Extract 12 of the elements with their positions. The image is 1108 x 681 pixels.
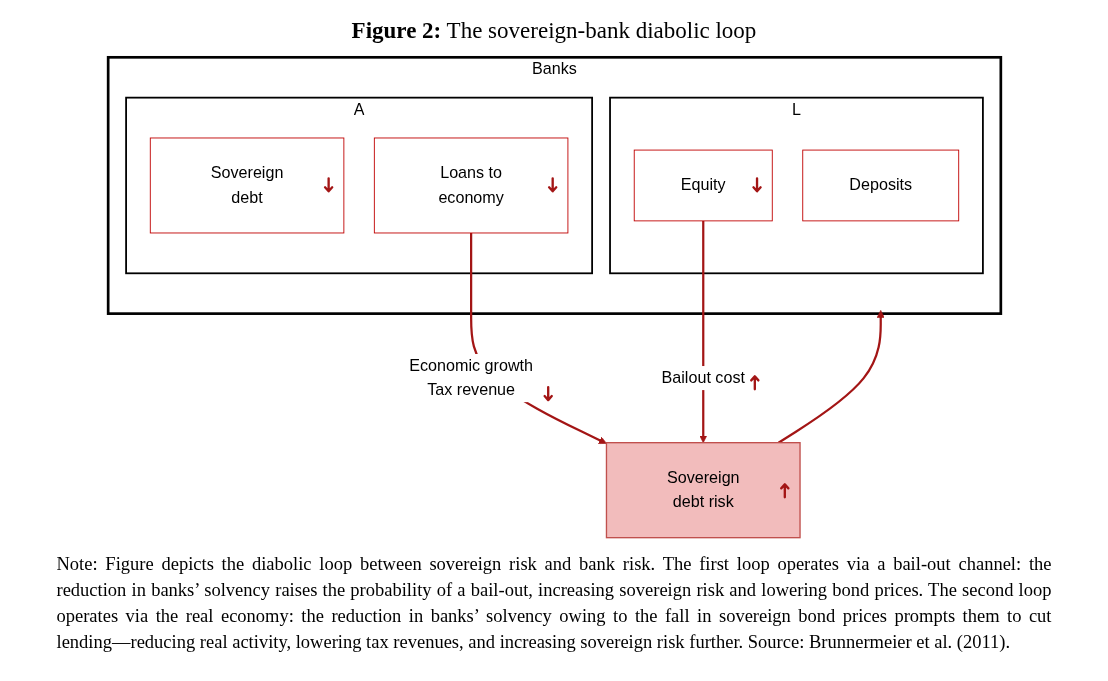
edge-label: Economic growth Tax revenue <box>408 356 533 399</box>
node-box: Sovereign debt risk <box>605 442 801 539</box>
arrow <box>698 220 707 444</box>
figure-note: Note: Figure depicts the diabolic loop between sovereign risk and bank risk. The first loop operates via a bail-out channel: the reduction in banks’ solvency raises the probability of a bail-out, increasing sovereign risk and lowering bond prices. The second loop operates via the real economy: the reduction in banks’ solvency owing to the fall in sovereign bond prices prompts them to cut lending—reducing real activity, lowering tax revenues, and increasing sovereign risk further. Source: Brunnermeier et al. (2011). <box>56 553 1052 654</box>
figure-title: Figure 2: The sovereign-bank diabolic loop <box>351 18 757 44</box>
arrow <box>469 232 607 444</box>
node-box: Deposits <box>801 149 959 222</box>
edge-label: Bailout cost <box>661 368 745 387</box>
node-box: Equity <box>633 149 773 222</box>
node-box: Sovereign debt <box>149 137 344 234</box>
arrow <box>777 310 885 444</box>
node-box: Loans to economy <box>373 137 568 234</box>
